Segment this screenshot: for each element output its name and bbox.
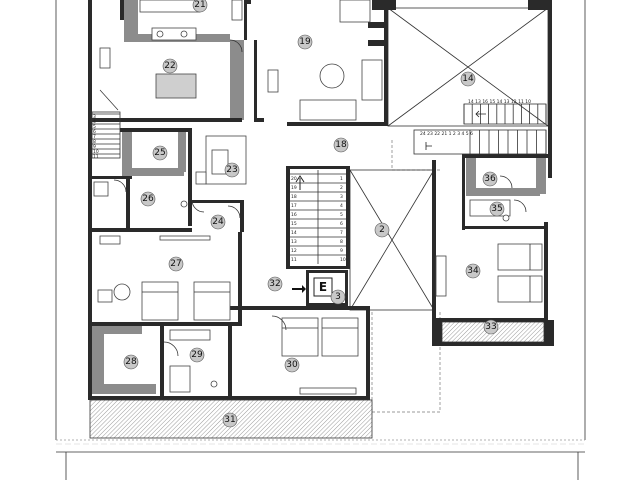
room-label-30: 30: [284, 357, 300, 373]
stair-number: 5: [340, 212, 343, 218]
room-label-33: 33: [483, 319, 499, 335]
void-14: [387, 7, 549, 127]
main-stairs: 20 1 19 2 18 3 17 4 16 5 15 6 14 7 13 8 12 9 11 10: [290, 170, 346, 264]
room-number: 21: [194, 0, 205, 10]
room-label-18: 18: [333, 137, 349, 153]
room-number: 34: [467, 266, 479, 276]
room-number: 35: [491, 204, 502, 214]
stair-number: 11: [93, 154, 99, 160]
stair-number: 7: [340, 230, 343, 236]
stair-number: 19: [291, 185, 297, 191]
room-number: 31: [224, 415, 235, 425]
room-label-25: 25: [152, 145, 168, 161]
room-label-31: 31: [222, 412, 238, 428]
room-label-22: 22: [162, 58, 178, 74]
stair-number: 1: [340, 176, 343, 182]
room-label-34: 34: [465, 263, 481, 279]
dashed-outlines: [90, 140, 441, 413]
stair-number: 11: [291, 257, 297, 263]
furniture: [93, 0, 543, 395]
stair-number: 2: [340, 185, 343, 191]
stair-number: 17: [291, 203, 297, 209]
stair-number: 9: [340, 248, 343, 254]
room-label-27: 27: [168, 256, 184, 272]
right-stairs-bottom-numbers: 24 23 22 21 1 2 3 4 5 6: [420, 131, 473, 137]
room-number: 27: [170, 259, 181, 269]
stair-number: 20: [291, 176, 297, 182]
room-number: 19: [299, 37, 311, 47]
right-stairs-top-numbers: 14 13 16 15 14 13 12 11 10: [468, 99, 531, 105]
stair-number: 18: [291, 194, 297, 200]
stair-number: 8: [340, 239, 343, 245]
room-label-35: 35: [489, 201, 505, 217]
room-label-14: 14: [460, 71, 476, 87]
room-label-36: 36: [482, 171, 498, 187]
room-number: 18: [335, 140, 347, 150]
elevator-label: E: [319, 280, 327, 294]
room-label-32: 32: [267, 276, 283, 292]
room-label-28: 28: [123, 354, 139, 370]
site-boundary: [55, 0, 586, 480]
room-label-29: 29: [189, 347, 205, 363]
room-number: 36: [484, 174, 496, 184]
room-number: 26: [142, 194, 154, 204]
room-number: 2: [379, 225, 385, 235]
room-number: 25: [154, 148, 165, 158]
room-number: 28: [125, 357, 137, 367]
stair-number: 3: [93, 114, 96, 120]
stair-number: 8: [93, 139, 96, 145]
room-label-23: 23: [224, 162, 240, 178]
elevator: E: [292, 277, 333, 297]
room-number: 3: [335, 292, 341, 302]
stair-number: 5: [93, 124, 96, 130]
stair-number: 10: [93, 149, 99, 155]
room-label-21: 21: [192, 0, 208, 13]
stair-number: 16: [291, 212, 297, 218]
right-stairs: 14 13 16 15 14 13 12 11 10 24 23 22 21 1…: [413, 99, 547, 155]
room-number: 23: [226, 165, 237, 175]
room-number: 32: [269, 279, 280, 289]
room-number: 33: [485, 322, 496, 332]
walls: [88, 0, 554, 406]
room-number: 24: [212, 217, 224, 227]
room-label-2: 2: [374, 222, 390, 238]
stair-number: 6: [93, 129, 96, 135]
stair-number: 12: [291, 248, 297, 254]
room-number: 29: [191, 350, 203, 360]
room-number: 22: [164, 61, 175, 71]
stair-number: 6: [340, 221, 343, 227]
stair-number: 3: [340, 194, 343, 200]
room-number: 30: [286, 360, 298, 370]
stair-number: 10: [340, 257, 346, 263]
stair-number: 4: [340, 203, 343, 209]
stair-number: 13: [291, 239, 297, 245]
room-label-26: 26: [140, 191, 156, 207]
stair-number: 15: [291, 221, 297, 227]
room-label-19: 19: [297, 34, 313, 50]
room-label-3: 3: [330, 289, 346, 305]
stair-number: 4: [93, 119, 96, 125]
stair-number: 9: [93, 144, 96, 150]
room-label-24: 24: [210, 214, 226, 230]
stair-number: 7: [93, 134, 96, 140]
void-2: [349, 169, 435, 311]
room-number: 14: [462, 74, 474, 84]
stair-number: 14: [291, 230, 297, 236]
